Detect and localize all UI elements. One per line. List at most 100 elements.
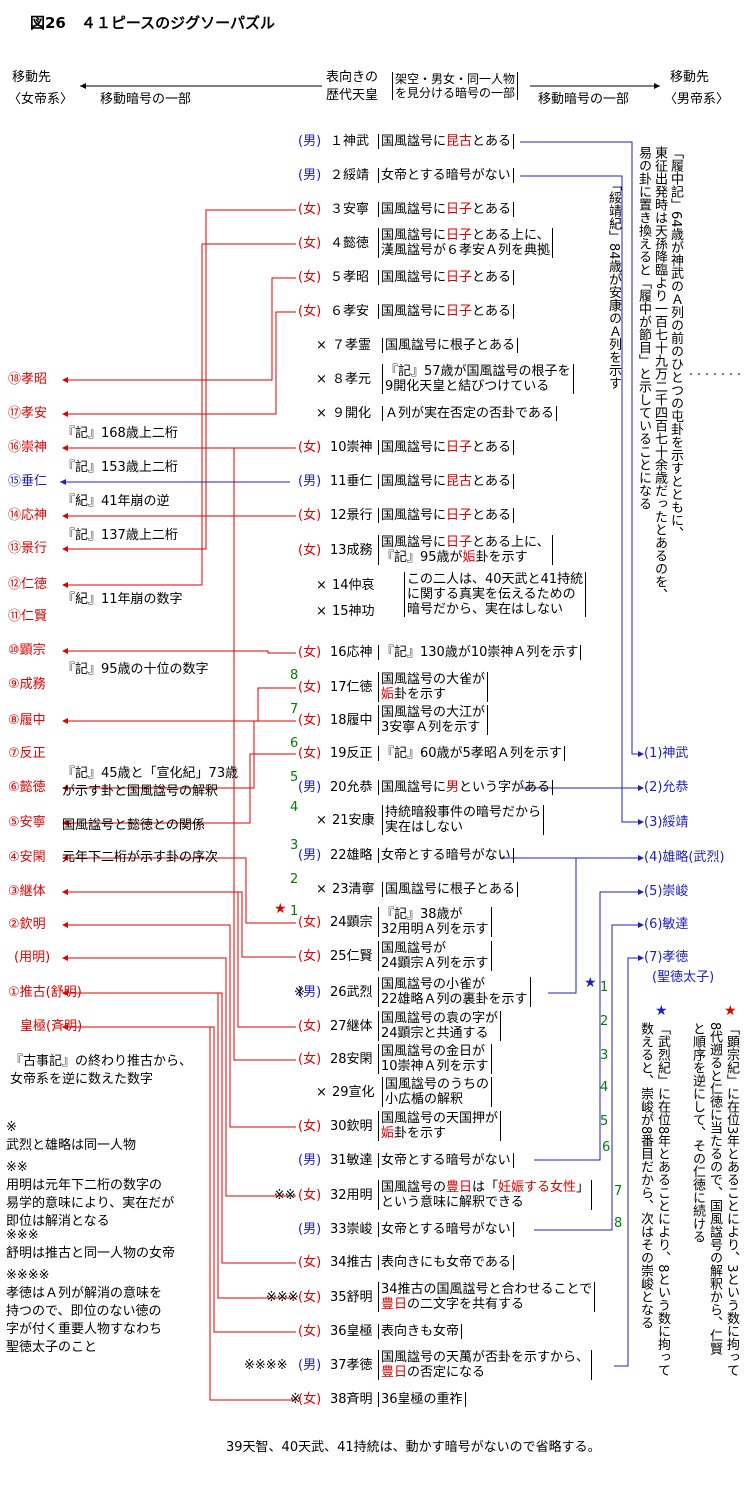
female-mapping-line [66, 311, 296, 415]
emperor-note-part: とある [472, 474, 512, 489]
emperor-note-line1: 国風諡号のうちの [385, 1077, 489, 1092]
emperor-gender-tag: (女) [298, 645, 322, 660]
arrow-head [80, 83, 86, 89]
emperor-note-line1: 国風諡号の袁の字が [381, 1011, 498, 1026]
emperor-name: 26武烈 [330, 985, 373, 1000]
emperor-note-part: 国風諡号に [381, 780, 447, 795]
note-5d: 字が付く重要人物すなわち [6, 1322, 163, 1337]
emperor-note: 『記』60歳が5孝昭Ａ列を示す [378, 746, 565, 761]
left-dest-item: ③継体 [8, 884, 46, 899]
female-mapping-line [66, 857, 296, 924]
female-mapping-line [66, 753, 296, 824]
emperor-gender-tag: (女) [298, 304, 322, 319]
left-kind: 〈女帝系〉 [8, 92, 74, 107]
left-dest-item: ⑭応神 [8, 508, 48, 523]
emperor-note: 国風諡号に男という字がある [378, 780, 554, 795]
emperor-note-line2: 豊日の否定になる [381, 1365, 589, 1380]
left-dest-item: ⑮垂仁 [8, 474, 48, 489]
emperor-note-line1: 表向きにも女帝である [381, 1255, 511, 1270]
emperor-note-part: 国風諡号の天国押が [381, 1111, 499, 1126]
emperor-note-part: 国風諡号に [381, 134, 447, 149]
blue-star-icon-2: ★ [655, 1003, 668, 1019]
vertical-note-suizei: 「綏靖紀」84歳が安康のＡ列を示す [606, 178, 621, 390]
emperor-gender-tag: (男) [298, 134, 322, 149]
joint-note-line2: に関する真実を伝えるための [407, 587, 576, 602]
emperor-note-part: 日子 [446, 228, 473, 243]
emperor-note: 国風諡号の大雀が姤卦を示す [378, 672, 489, 702]
left-note-14: 『紀』41年崩の逆 [62, 494, 170, 509]
arrow-head [62, 648, 68, 654]
emperor-name: 12景行 [330, 508, 373, 523]
emperor-gender-tag: (女) [298, 949, 322, 964]
emperor-note-part: とある [472, 440, 512, 455]
emperor-note-part: 」 [576, 1180, 590, 1195]
emperor-name: 28安閑 [330, 1052, 373, 1067]
emperor-note: 国風諡号に日子とある [378, 270, 515, 285]
left-dest-item: ①推古(舒明) [8, 985, 82, 1000]
vertical-note-richu-3: 易の卦に置き換えると「履中が節目」と示していることになる [636, 146, 651, 510]
female-mapping-line [66, 992, 296, 1299]
left-dest-item: ⑰孝安 [8, 406, 48, 421]
emperor-note: 国風諡号に日子とある上に、漢風諡号が６孝安Ａ列を典拠 [378, 228, 554, 258]
kotoku-line [614, 957, 640, 1367]
emperor-name: 15神功 [332, 604, 375, 619]
note-3b: 用明は元年下二桁の数字の [6, 1178, 163, 1193]
left-note-9: 『記』95歳の十位の数字 [62, 662, 209, 677]
suizei-line [520, 175, 640, 823]
green-number: 3 [600, 1048, 609, 1063]
green-number: 6 [290, 736, 299, 751]
arrow-head [62, 855, 68, 861]
emperor-name: 17仁徳 [330, 680, 373, 695]
emperor-note-part: とある [472, 202, 512, 217]
emperor-note-line2: 小広楯の解釈 [385, 1092, 464, 1107]
emperor-note-line1: 国風諡号に日子とある [381, 440, 511, 455]
red-star-icon: ★ [274, 901, 287, 917]
green-number: 4 [290, 800, 299, 815]
emperor-note-part: 国風諡号に [381, 535, 447, 550]
emperor-note-line2: 10崇神Ａ列を示す [381, 1059, 489, 1074]
emperor-note-line1: 国風諡号に日子とある [381, 508, 511, 523]
emperor-note: 国風諡号に日子とある [378, 202, 515, 217]
emperor-name: 25仁賢 [330, 949, 373, 964]
emperor-note-part: 国風諡号の金日が [381, 1044, 486, 1059]
arrow-head [62, 1024, 68, 1030]
emperor-name: 10崇神 [330, 440, 373, 455]
emperor-note-part: 国風諡号の [381, 1180, 447, 1195]
emperor-note-part: 女帝とする暗号がない [381, 168, 511, 183]
emperor-note-line1: 表向きも女帝 [381, 1324, 459, 1339]
right-arrow-label: 移動暗号の一部 [538, 92, 630, 107]
right-dest-item: (聖徳太子) [652, 970, 715, 985]
emperor-gender-tag: × [316, 578, 327, 593]
sushun-line [534, 924, 640, 1231]
emperor-note-line2: 9開化天皇と結びつけている [385, 379, 550, 394]
left-note-5: 国風諡号と懿徳との関係 [62, 818, 205, 833]
female-mapping-line [66, 650, 296, 654]
emperor-gender-tag: × [316, 1085, 327, 1100]
emperor-note: 国風諡号に日子とある上に、『記』95歳が姤卦を示す [378, 535, 553, 565]
emperor-gender-tag: (女) [298, 1290, 322, 1305]
emperor-note: 国風諡号の天国押が姤卦を示す [378, 1111, 502, 1141]
emperor-prefix-mark: ※ [294, 985, 305, 1000]
emperor-name: １神武 [330, 134, 370, 149]
emperor-note-part: の二文字を共有する [407, 1297, 525, 1312]
emperor-note-part: 国風諡号に [381, 270, 447, 285]
arrow-head [638, 955, 644, 961]
emperor-name: 18履中 [330, 713, 373, 728]
emperor-note-line1: 女帝とする暗号がない [381, 1222, 511, 1237]
emperor-gender-tag: (男) [298, 780, 322, 795]
emperor-name: 37孝徳 [330, 1358, 373, 1373]
left-note-16: 『記』168歳上二桁 [62, 426, 178, 441]
left-dest-item: ④安閑 [8, 850, 46, 865]
emperor-gender-tag: (女) [298, 270, 322, 285]
emperor-note-part: とある [472, 304, 512, 319]
left-dest-item: ⑤安寧 [8, 815, 46, 830]
emperor-note-part: とある [472, 270, 512, 285]
left-dest-item: ⑨成務 [8, 677, 46, 692]
emperor-gender-tag: (女) [298, 236, 322, 251]
note-1a: 『古事記』の終わり推古から、 [10, 1054, 193, 1069]
emperor-note: 国風諡号の豊日は「妊娠する女性」という意味に解釈できる [378, 1180, 593, 1210]
emperor-gender-tag: (男) [298, 1222, 322, 1237]
vertical-note-kenzo-3: と順序を逆にして、その仁徳に続ける [690, 1022, 705, 1243]
emperor-note: 34推古の国風諡号と合わせることで豊日の二文字を共有する [378, 1282, 596, 1312]
